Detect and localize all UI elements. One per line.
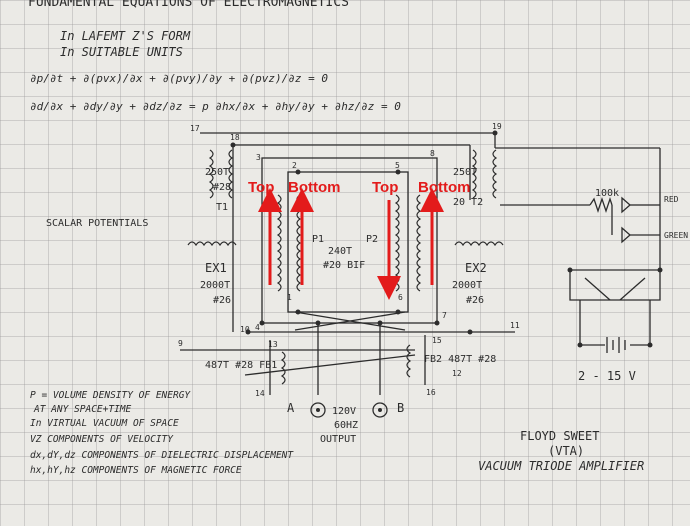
output-label: OUTPUT [320,434,356,445]
fb2-coil [406,344,412,378]
svg-text:15: 15 [432,336,442,345]
note-line: dx,dY,dz COMPONENTS OF DIELECTRIC DISPLA… [30,450,294,461]
bottom-left-annotation: Bottom [288,179,341,196]
svg-text:10: 10 [240,325,250,334]
primary-left-coil [276,194,282,292]
ex2-name-label: EX2 [465,261,487,275]
svg-text:13: 13 [268,340,278,349]
t1-gauge-label: #28 [213,182,231,193]
note-line: P = VOLUME DENSITY OF ENERGY [30,390,191,401]
output-voltage-label: 120V [332,406,356,417]
terminal-a-label: A [287,401,295,415]
signature-title: VACUUM TRIODE AMPLIFIER [478,459,644,473]
t2-coil-secondary [492,149,498,199]
p2-label: P2 [366,234,378,245]
svg-text:17: 17 [190,124,200,133]
equation-divergence: ∂d/∂x + ∂dy/∂y + ∂dz/∂z = p ∂hx/∂x + ∂hy… [30,100,401,113]
note-line: VZ COMPONENTS OF VELOCITY [30,434,174,445]
red-annotations: Top Bottom Top Bottom [248,179,471,300]
signature-block: FLOYD SWEET (VTA) VACUUM TRIODE AMPLIFIE… [478,429,644,473]
wiring [180,132,661,395]
page-title: FUNDAMENTAL EQUATIONS OF ELECTROMAGNETIC… [28,0,349,10]
fb1-label: 487T #28 FB1 [205,360,277,371]
signature-code: (VTA) [548,444,584,458]
svg-text:11: 11 [510,321,520,330]
ex1-gauge-label: #26 [213,295,231,306]
led-red-label: RED [664,195,679,204]
t2-coil [471,149,477,199]
primary-right-coil [416,194,422,292]
equation-continuity: ∂p/∂t + ∂(pvx)/∂x + ∂(pvy)/∂y + ∂(pvz)/∂… [30,72,328,85]
svg-text:5: 5 [395,161,400,170]
svg-text:6: 6 [398,293,403,302]
resistor-label: 100k [595,188,619,199]
subtitle-form: In LAFEMT Z'S FORM [60,29,191,43]
ex2-coil [454,241,504,247]
p2-coil [394,194,400,292]
svg-text:14: 14 [255,389,265,398]
ex2-gauge-label: #26 [466,295,484,306]
svg-text:7: 7 [442,311,447,320]
ex2-turns-label: 2000T [452,280,482,291]
scalar-potentials-label: SCALAR POTENTIALS [46,218,148,229]
svg-text:4: 4 [255,323,260,332]
ex1-turns-label: 2000T [200,280,230,291]
t1-turns-label: 250T [205,167,229,178]
note-line: AT ANY SPACE+TIME [33,404,132,415]
p1-label: P1 [312,234,324,245]
led-green-label: GREEN [664,231,688,240]
notes-block: P = VOLUME DENSITY OF ENERGY AT ANY SPAC… [30,390,294,476]
t1-coil-secondary [228,149,234,199]
bottom-right-annotation: Bottom [418,179,471,196]
ex1-name-label: EX1 [205,261,227,275]
note-line: In VIRTUAL VACUUM OF SPACE [30,418,179,429]
node-dots [230,130,663,348]
center-gauge-label: #20 BIF [323,260,365,271]
signature-name: FLOYD SWEET [520,429,599,443]
fb1-coil [280,351,286,385]
ex1-coil [187,241,237,247]
terminal-a-icon[interactable] [310,402,326,418]
svg-text:9: 9 [178,339,183,348]
svg-text:2: 2 [292,161,297,170]
svg-text:19: 19 [492,122,502,131]
p1-coil [296,194,302,292]
svg-text:1: 1 [287,293,292,302]
subtitle-units: In SUITABLE UNITS [60,45,183,59]
terminal-b-label: B [397,401,404,415]
center-turns-label: 240T [328,246,352,257]
note-line: hx,hY,hz COMPONENTS OF MAGNETIC FORCE [30,465,242,476]
t2-name-label: 20 T2 [453,197,483,208]
battery-label: 2 - 15 V [578,369,636,383]
top-left-annotation: Top [248,179,274,196]
top-right-annotation: Top [372,179,398,196]
t2-turns-label: 250T [453,167,477,178]
svg-text:18: 18 [230,133,240,142]
svg-text:3: 3 [256,153,261,162]
node-number-labels: 2 3 4 5 6 7 8 9 10 11 12 13 14 15 16 17 … [178,122,520,398]
svg-text:8: 8 [430,149,435,158]
t1-coil [208,149,214,199]
t1-name-label: T1 [216,202,228,213]
fb2-label: FB2 487T #28 [424,354,496,365]
output-frequency-label: 60HZ [334,420,358,431]
svg-text:12: 12 [452,369,462,378]
terminal-b-icon[interactable] [372,402,388,418]
svg-text:16: 16 [426,388,436,397]
